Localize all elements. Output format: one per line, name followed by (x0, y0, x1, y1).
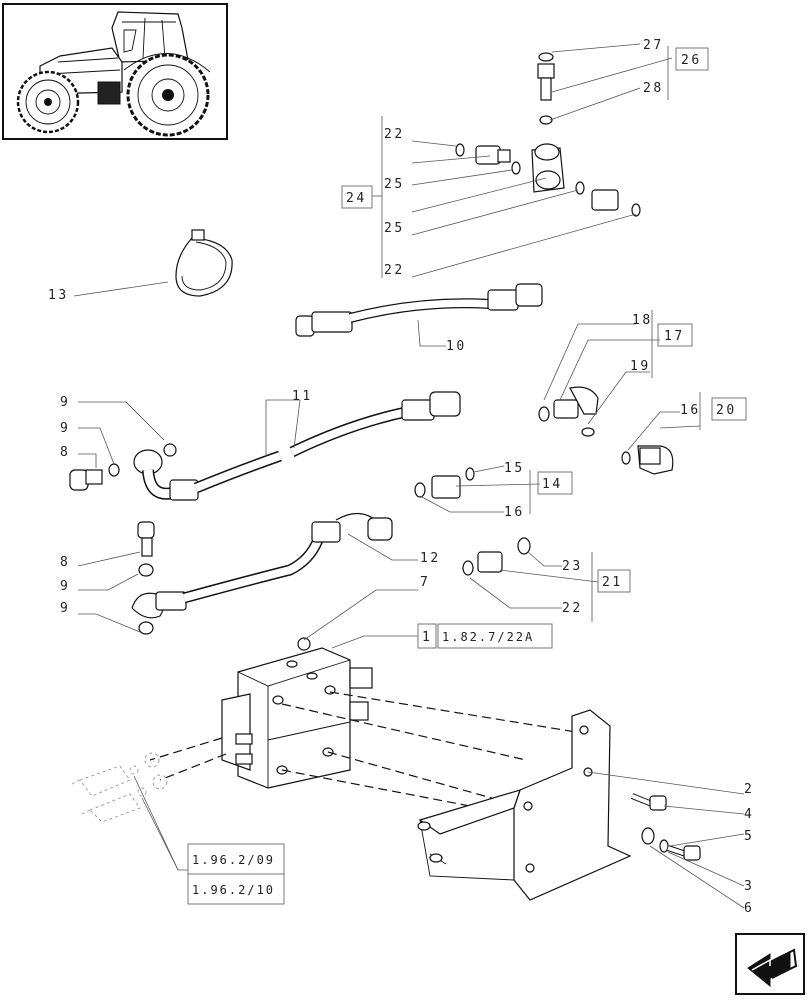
callout-3: 3 (744, 879, 754, 894)
reference-b-text: 1.96.2/10 (192, 883, 275, 897)
callout-1: 1 (422, 630, 432, 645)
tractor-thumbnail[interactable] (2, 3, 228, 140)
next-page-button[interactable] (735, 933, 805, 995)
callout-labels: 27 26 28 22 25 24 25 22 13 10 18 17 19 1… (48, 38, 754, 916)
callout-19: 19 (630, 359, 651, 374)
callout-8: 8 (60, 445, 70, 460)
hose-10 (295, 283, 543, 337)
hose-11 (69, 391, 461, 501)
callout-16: 16 (504, 505, 525, 520)
callout-15: 15 (504, 461, 525, 476)
callout-12: 12 (420, 551, 441, 566)
adapter-14 (414, 467, 475, 499)
bolt-3 (641, 827, 701, 861)
control-valve (221, 637, 373, 789)
elbow-fitting-20 (621, 445, 674, 475)
callout-22: 22 (384, 127, 405, 142)
callout-5: 5 (744, 829, 754, 844)
callout-17: 17 (664, 329, 685, 344)
callout-23: 23 (562, 559, 583, 574)
ghost-hose-fittings (71, 752, 168, 823)
reference-link-a[interactable]: 1.96.2/09 (187, 843, 285, 875)
hose-clamp (175, 229, 233, 297)
callout-13: 13 (48, 288, 69, 303)
callout-9: 9 (60, 395, 70, 410)
callout-14: 14 (542, 477, 563, 492)
callout-8: 8 (60, 555, 70, 570)
tee-fitting-assembly (455, 52, 641, 217)
callout-16: 16 (680, 403, 701, 418)
callout-9: 9 (60, 601, 70, 616)
callout-10: 10 (446, 339, 467, 354)
callout-22: 22 (384, 263, 405, 278)
mounting-bracket (417, 709, 632, 901)
reference-a-text: 1.96.2/09 (192, 853, 275, 867)
callout-4: 4 (744, 807, 754, 822)
bolt-4 (630, 793, 667, 811)
valve-reference-text: 1.82.7/22A (442, 630, 534, 644)
hose-12 (131, 512, 393, 635)
callout-24: 24 (346, 191, 367, 206)
callout-11: 11 (292, 389, 313, 404)
callout-2: 2 (744, 782, 754, 797)
callout-21: 21 (602, 575, 623, 590)
elbow-fitting-17 (538, 386, 599, 437)
callout-6: 6 (744, 901, 754, 916)
callout-7: 7 (420, 575, 430, 590)
callout-22: 22 (562, 601, 583, 616)
callout-18: 18 (632, 313, 653, 328)
tractor-icon (16, 11, 211, 137)
reference-link-valve[interactable]: 1.82.7/22A (437, 623, 553, 649)
next-page-arrow-icon (747, 948, 798, 988)
callout-25: 25 (384, 221, 405, 236)
callout-26: 26 (681, 53, 702, 68)
callout-28: 28 (643, 81, 664, 96)
adapter-21 (462, 537, 531, 576)
reference-link-b[interactable]: 1.96.2/10 (187, 873, 285, 905)
callout-27: 27 (643, 38, 664, 53)
callout-9: 9 (60, 421, 70, 436)
callout-25: 25 (384, 177, 405, 192)
callout-9: 9 (60, 579, 70, 594)
callout-20: 20 (716, 403, 737, 418)
